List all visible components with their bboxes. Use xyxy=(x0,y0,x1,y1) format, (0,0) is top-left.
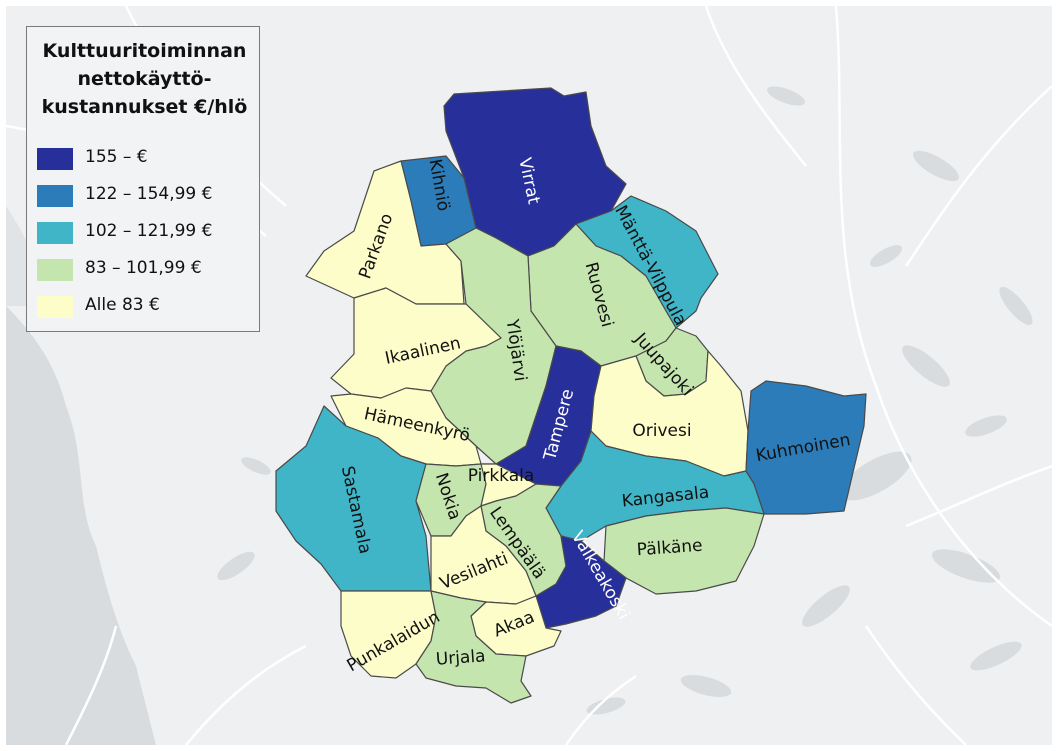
legend-label: Alle 83 € xyxy=(85,295,160,315)
legend-swatch xyxy=(37,259,73,281)
legend-title-line: nettokäyttö- xyxy=(77,68,212,90)
legend-label: 83 – 101,99 € xyxy=(85,258,202,278)
label-urjala: Urjala xyxy=(435,646,486,669)
legend: Kulttuuritoiminnan nettokäyttö- kustannu… xyxy=(26,26,260,332)
legend-item: 83 – 101,99 € xyxy=(37,256,252,284)
region-urjala[interactable] xyxy=(415,590,532,704)
map-frame[interactable]: Virrat Kihniö Parkano Mänttä-Vilppula Ru… xyxy=(6,6,1052,745)
legend-swatch xyxy=(37,296,73,318)
municipality-regions xyxy=(275,87,867,704)
legend-label: 102 – 121,99 € xyxy=(85,221,213,241)
legend-title-line: kustannukset €/hlö xyxy=(41,96,248,118)
legend-swatch xyxy=(37,148,73,170)
label-palkane: Pälkäne xyxy=(636,536,703,561)
legend-swatch xyxy=(37,222,73,244)
coastline-water xyxy=(6,306,156,745)
map-canvas[interactable]: Virrat Kihniö Parkano Mänttä-Vilppula Ru… xyxy=(6,6,1052,745)
legend-item: 155 – € xyxy=(37,145,252,173)
lakes xyxy=(217,86,1033,715)
legend-label: 122 – 154,99 € xyxy=(85,184,213,204)
region-ikaalinen[interactable] xyxy=(330,287,502,399)
legend-swatch xyxy=(37,185,73,207)
legend-item: Alle 83 € xyxy=(37,293,252,321)
legend-item: 122 – 154,99 € xyxy=(37,182,252,210)
legend-item: 102 – 121,99 € xyxy=(37,219,252,247)
legend-title-line: Kulttuuritoiminnan xyxy=(42,40,247,62)
label-orivesi: Orivesi xyxy=(632,421,691,441)
legend-title: Kulttuuritoiminnan nettokäyttö- kustannu… xyxy=(37,37,252,121)
region-valkeakoski[interactable] xyxy=(535,535,627,629)
label-pirkkala: Pirkkala xyxy=(468,466,535,486)
legend-label: 155 – € xyxy=(85,147,148,167)
